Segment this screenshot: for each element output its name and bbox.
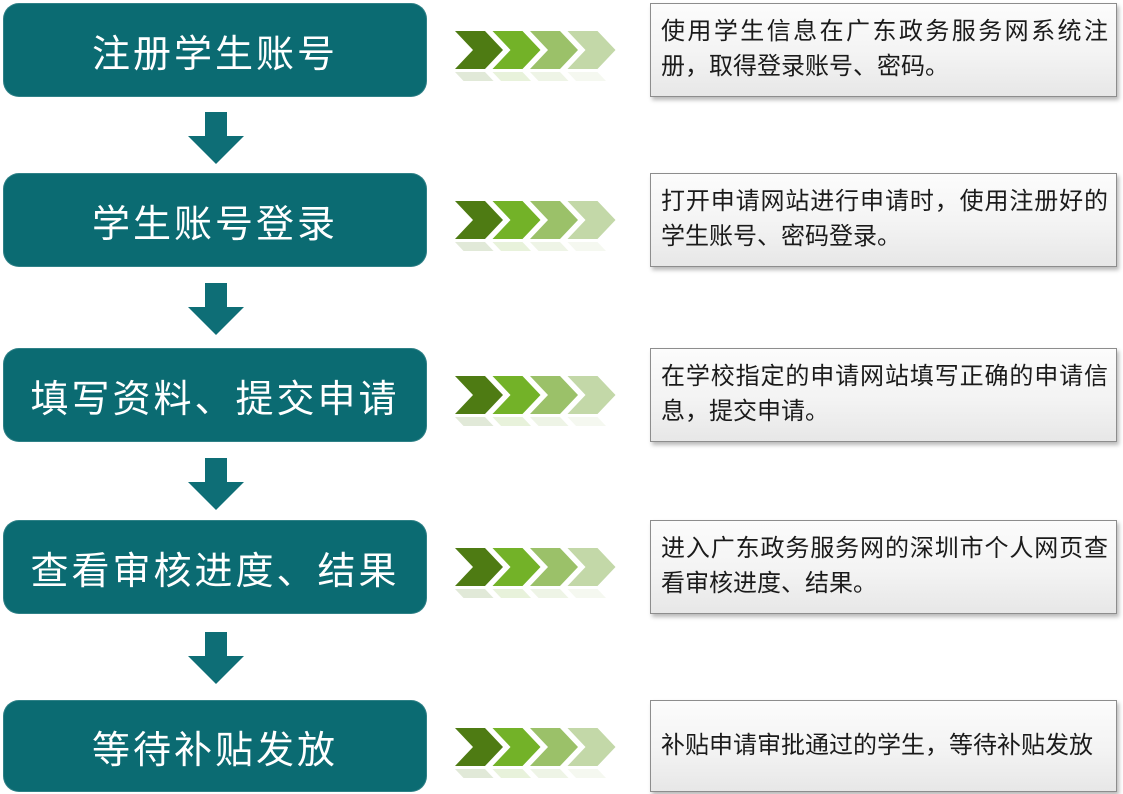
down-arrow-icon [186, 283, 246, 335]
step-label-5: 等待补贴发放 [91, 729, 338, 772]
flow-step-box-4: 查看审核进度、结果 [3, 520, 427, 614]
step-description-box-1: 使用学生信息在广东政务服务网系统注册，取得登录账号、密码。 [650, 3, 1117, 97]
chevron-arrows-icon [455, 728, 616, 771]
step-label-3: 填写资料、提交申请 [30, 378, 400, 421]
chevron-arrows-icon [455, 376, 616, 419]
chevron-reflection [455, 769, 616, 778]
flow-step-box-3: 填写资料、提交申请 [3, 348, 427, 442]
flow-step-box-2: 学生账号登录 [3, 173, 427, 267]
chevron-arrows-icon [455, 31, 616, 74]
chevron-reflection [455, 242, 616, 251]
step-label-4: 查看审核进度、结果 [30, 550, 400, 593]
step-label-1: 注册学生账号 [91, 33, 338, 76]
step-label-2: 学生账号登录 [91, 203, 338, 246]
chevron-reflection [455, 72, 616, 81]
step-description-box-4: 进入广东政务服务网的深圳市个人网页查看审核进度、结果。 [650, 520, 1117, 614]
step-description-1: 使用学生信息在广东政务服务网系统注册，取得登录账号、密码。 [661, 19, 1108, 80]
chevron-reflection [455, 589, 616, 598]
down-arrow-icon [186, 112, 246, 164]
step-description-box-2: 打开申请网站进行申请时，使用注册好的学生账号、密码登录。 [650, 173, 1117, 267]
step-description-box-5: 补贴申请审批通过的学生，等待补贴发放 [650, 700, 1117, 792]
step-description-5: 补贴申请审批通过的学生，等待补贴发放 [661, 732, 1093, 759]
flow-step-box-1: 注册学生账号 [3, 3, 427, 97]
step-description-box-3: 在学校指定的申请网站填写正确的申请信息，提交申请。 [650, 348, 1117, 442]
down-arrow-icon [186, 632, 246, 684]
down-arrow-icon [186, 458, 246, 510]
chevron-arrows-icon [455, 201, 616, 244]
flow-step-box-5: 等待补贴发放 [3, 700, 427, 792]
step-description-4: 进入广东政务服务网的深圳市个人网页查看审核进度、结果。 [661, 536, 1108, 597]
step-description-2: 打开申请网站进行申请时，使用注册好的学生账号、密码登录。 [661, 189, 1108, 250]
chevron-arrows-icon [455, 548, 616, 591]
step-description-3: 在学校指定的申请网站填写正确的申请信息，提交申请。 [661, 364, 1108, 425]
chevron-reflection [455, 417, 616, 426]
